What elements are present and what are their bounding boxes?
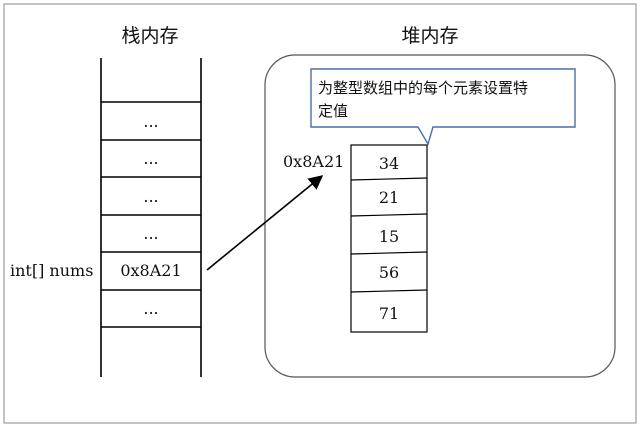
array-divider [350,177,428,181]
callout-text-line-2: 定值 [318,102,348,120]
variable-label: int[] nums [10,261,93,280]
callout-box [310,68,576,146]
array-divider [350,213,428,217]
stack-cell: ... [143,187,158,206]
heap-title: 堆内存 [401,25,458,47]
array-divider [350,251,428,255]
array-outline [350,144,428,333]
array-divider [350,289,428,293]
callout-text-line-1: 为整型数组中的每个元素设置特 [318,79,528,97]
reference-arrow [206,175,324,271]
heap-address-label: 0x8A21 [283,152,344,171]
outer-frame [3,3,637,424]
heap-array: 34 21 15 56 71 [350,144,428,333]
array-element: 21 [379,188,399,207]
stack-cell: ... [143,149,158,168]
heap-region [264,54,616,378]
array-element: 71 [379,304,399,323]
array-element: 15 [379,227,399,246]
stack-cell-address: 0x8A21 [120,261,181,280]
array-element: 56 [379,263,399,282]
array-element: 34 [379,154,399,173]
stack-cell: ... [143,224,158,243]
stack-cell: ... [143,299,158,318]
stack-cell: ... [143,112,158,131]
stack-title: 栈内存 [121,25,178,47]
stack-column: ... ... ... ... 0x8A21 ... [100,58,202,377]
